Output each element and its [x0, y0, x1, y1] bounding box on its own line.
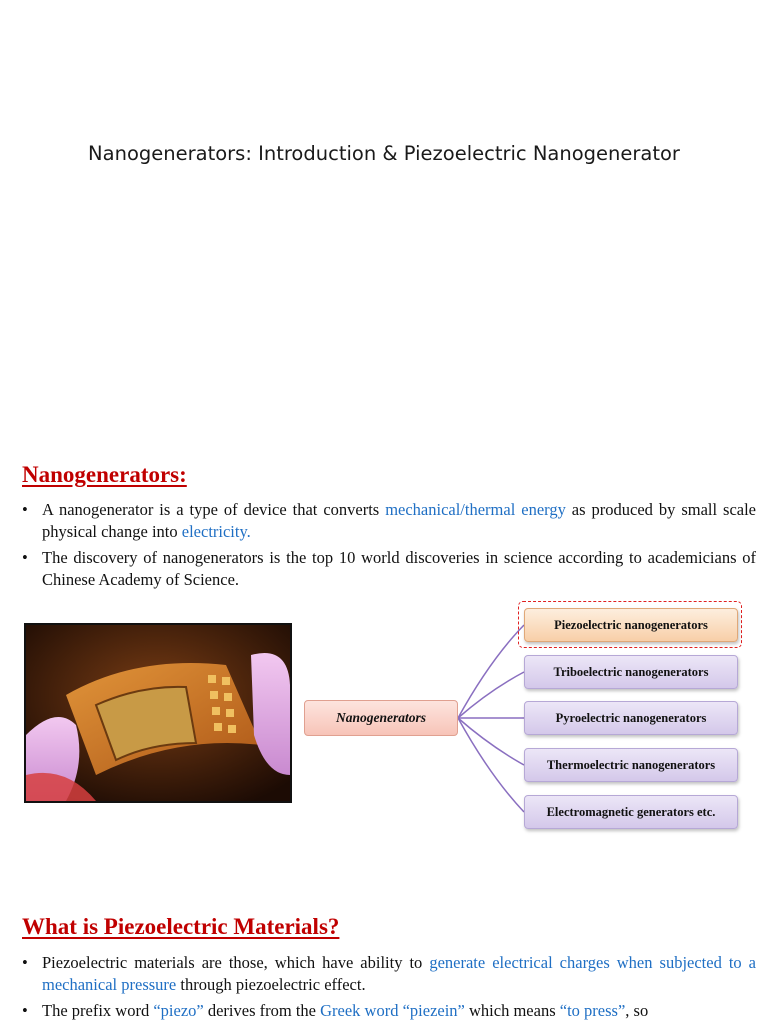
bullet-discovery: The discovery of nanogenerators is the t… — [22, 547, 756, 591]
bullet-definition: A nanogenerator is a type of device that… — [22, 499, 756, 543]
highlight-text: generate electrical charges when subject… — [42, 953, 757, 994]
type-box-electromagnetic: Electromagnetic generators etc. — [524, 795, 738, 829]
type-box-pyroelectric: Pyroelectric nanogenerators — [524, 701, 738, 735]
highlight-text: electricity. — [181, 522, 251, 541]
nanogenerator-bullets: A nanogenerator is a type of device that… — [22, 499, 756, 595]
connector-line — [457, 717, 525, 766]
connector-lines — [457, 624, 525, 813]
bullet-text: The discovery of nanogenerators is the t… — [42, 548, 756, 589]
flexible-nanogenerator-photo — [24, 623, 292, 803]
section-heading-nanogenerators: Nanogenerators: — [22, 462, 187, 487]
highlight-text: “piezo” — [153, 1001, 204, 1020]
bullet-piezo-etymology: The prefix word “piezo” derives from the… — [22, 1000, 756, 1022]
nanogenerator-device-illustration — [26, 625, 290, 801]
connector-line — [457, 671, 525, 719]
bullet-text: The prefix word — [42, 1001, 154, 1020]
highlight-text: “to press” — [559, 1001, 626, 1020]
nanogenerators-center-box: Nanogenerators — [304, 700, 458, 736]
section-heading-piezoelectric: What is Piezoelectric Materials? — [22, 914, 340, 939]
bullet-text: derives from the — [203, 1001, 321, 1020]
highlight-dashed-frame — [518, 601, 742, 648]
connector-line — [457, 717, 525, 813]
type-box-triboelectric: Triboelectric nanogenerators — [524, 655, 738, 689]
highlight-text: Greek word “piezein” — [320, 1001, 465, 1020]
highlight-text: mechanical/thermal energy — [385, 500, 566, 519]
bullet-text: A nanogenerator is a type of device that… — [42, 500, 386, 519]
bullet-text: Piezoelectric materials are those, which… — [42, 953, 430, 972]
bullet-piezo-definition: Piezoelectric materials are those, which… — [22, 952, 756, 996]
type-box-piezoelectric: Piezoelectric nanogenerators — [524, 608, 738, 642]
connector-line — [457, 624, 525, 719]
piezoelectric-bullets: Piezoelectric materials are those, which… — [22, 952, 756, 1026]
type-box-thermoelectric: Thermoelectric nanogenerators — [524, 748, 738, 782]
bullet-text: through piezoelectric effect. — [176, 975, 366, 994]
slide-title: Nanogenerators: Introduction & Piezoelec… — [88, 142, 680, 165]
bullet-text: as produced by small scale physical chan… — [42, 500, 756, 541]
bullet-text: , so — [625, 1001, 649, 1020]
bullet-text: which means — [464, 1001, 560, 1020]
